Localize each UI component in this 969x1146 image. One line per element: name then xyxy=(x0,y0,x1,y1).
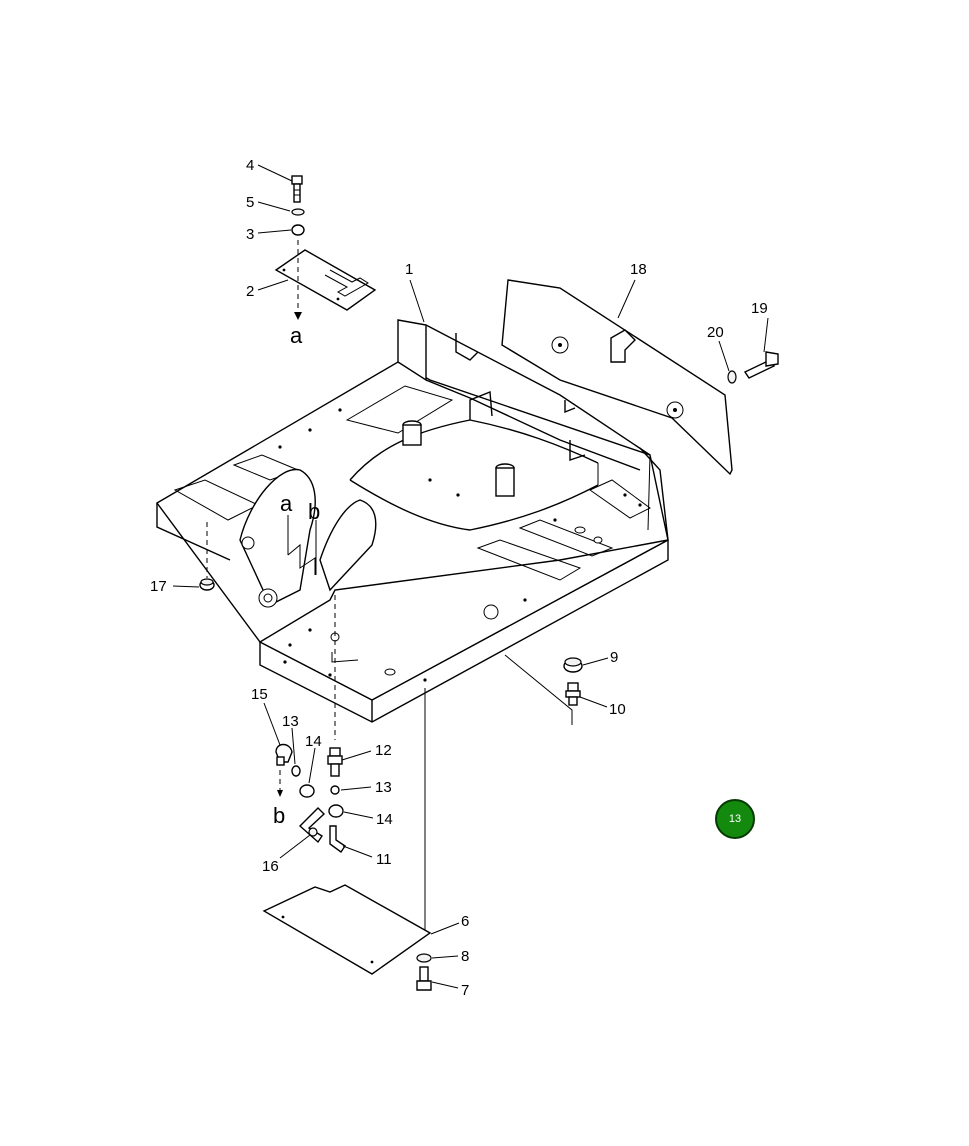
part-13-oring xyxy=(330,785,340,795)
callout-8: 8 xyxy=(461,948,469,965)
part-19-bolt xyxy=(743,351,779,379)
callout-15: 15 xyxy=(251,686,268,703)
part-5-washer xyxy=(291,208,305,216)
callout-labels: 1 2 3 4 5 6 7 8 9 10 11 12 13 13 14 14 1… xyxy=(150,157,768,999)
callout-5: 5 xyxy=(246,194,254,211)
page-badge[interactable]: 13 xyxy=(715,799,755,839)
part-14-nut xyxy=(328,804,344,818)
callout-12: 12 xyxy=(375,742,392,759)
part-14-nut-left xyxy=(299,784,315,798)
callout-19: 19 xyxy=(751,300,768,317)
part-3-spacer xyxy=(291,224,305,236)
callout-20: 20 xyxy=(707,324,724,341)
callout-2: 2 xyxy=(246,283,254,300)
part-17-grommet xyxy=(199,522,215,591)
callout-18: 18 xyxy=(630,261,647,278)
callout-13-left: 13 xyxy=(282,713,299,730)
part-9-plug xyxy=(563,657,583,673)
part-4-bolt xyxy=(291,175,303,203)
part-15-elbow xyxy=(275,743,293,766)
part-12-fitting xyxy=(327,747,343,777)
main-frame xyxy=(155,319,669,723)
callout-14-right: 14 xyxy=(376,811,393,828)
part-11-pipe xyxy=(329,825,346,853)
callout-14-left: 14 xyxy=(305,733,322,750)
page-badge-label: 13 xyxy=(728,813,742,825)
callout-7: 7 xyxy=(461,982,469,999)
callout-11: 11 xyxy=(376,851,392,868)
ref-letter-b-bottom: b xyxy=(273,803,285,828)
callout-13-right: 13 xyxy=(375,779,392,796)
ref-letter-a-frame: a xyxy=(280,491,293,516)
part-18-cover xyxy=(501,279,733,476)
callout-9: 9 xyxy=(610,649,618,666)
part-16-elbow xyxy=(298,807,326,844)
part-7-bolt xyxy=(416,966,432,991)
routing-marks xyxy=(287,515,317,575)
reference-letters: a a b b xyxy=(273,323,320,828)
part-10-fitting xyxy=(565,682,581,706)
part-13-oring-left xyxy=(291,765,301,777)
callout-1: 1 xyxy=(405,261,413,278)
callout-16: 16 xyxy=(262,858,279,875)
top-plate-assembly xyxy=(274,175,377,320)
ref-letter-a-top: a xyxy=(290,323,303,348)
ref-letter-b-frame: b xyxy=(308,499,320,524)
callout-3: 3 xyxy=(246,226,254,243)
part-8-washer xyxy=(416,953,432,963)
callout-4: 4 xyxy=(246,157,254,174)
callout-10: 10 xyxy=(609,701,626,718)
callout-6: 6 xyxy=(461,913,469,930)
leader-lines xyxy=(172,164,769,989)
part-2-plate xyxy=(274,249,377,311)
callout-17: 17 xyxy=(150,578,167,595)
part-6-underplate xyxy=(262,884,432,975)
hose-route-10 xyxy=(504,654,573,725)
part-20-washer xyxy=(727,370,737,384)
